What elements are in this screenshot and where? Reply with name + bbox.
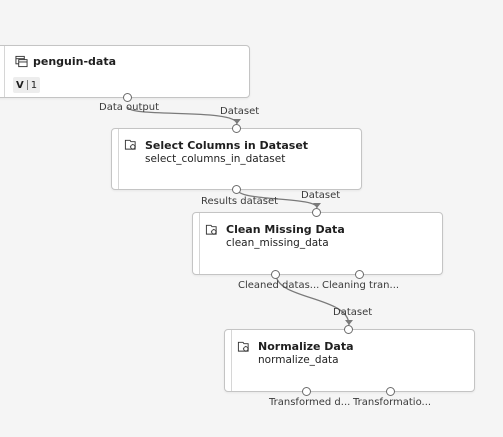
node-normalize-data[interactable]: Normalize Data normalize_data: [224, 329, 475, 392]
input-port-dataset[interactable]: [232, 124, 241, 133]
output-port-data-output[interactable]: [123, 93, 132, 102]
port-label-dataset: Dataset: [220, 106, 260, 117]
output-port-transformed-dataset[interactable]: [302, 387, 311, 396]
node-stripe: [4, 46, 5, 97]
port-label-cleaned-dataset: Cleaned datas...: [238, 280, 320, 291]
input-port-dataset[interactable]: [344, 325, 353, 334]
port-label-dataset: Dataset: [333, 307, 373, 318]
module-icon: [205, 224, 217, 235]
node-stripe: [199, 213, 200, 274]
port-label-transformation-function: Transformatio...: [353, 397, 432, 408]
output-port-transformation-function[interactable]: [386, 387, 395, 396]
node-title: Select Columns in Dataset: [145, 139, 309, 152]
node-subtitle: select_columns_in_dataset: [145, 153, 286, 165]
port-label-transformed-dataset: Transformed d...: [269, 397, 351, 408]
output-port-cleaning-transformation[interactable]: [355, 270, 364, 279]
node-title: Normalize Data: [258, 340, 354, 353]
node-penguin-data[interactable]: penguin-data V 1: [0, 45, 250, 98]
version-badge: V 1: [13, 77, 41, 93]
node-select-columns-in-dataset[interactable]: Select Columns in Dataset select_columns…: [111, 128, 362, 190]
node-subtitle: clean_missing_data: [226, 237, 329, 249]
output-port-cleaned-dataset[interactable]: [271, 270, 280, 279]
node-title: Clean Missing Data: [226, 223, 345, 236]
port-label-results-dataset: Results dataset: [201, 196, 279, 207]
module-icon: [237, 341, 249, 352]
port-label-cleaning-transformation: Cleaning tran...: [322, 280, 400, 291]
port-label-dataset: Dataset: [301, 190, 341, 201]
version-letter: V: [16, 79, 24, 91]
node-stripe: [118, 129, 119, 189]
dataset-icon: [15, 55, 28, 68]
node-clean-missing-data[interactable]: Clean Missing Data clean_missing_data: [192, 212, 443, 275]
input-port-dataset[interactable]: [312, 208, 321, 217]
node-stripe: [231, 330, 232, 391]
output-port-results-dataset[interactable]: [232, 185, 241, 194]
node-subtitle: normalize_data: [258, 354, 339, 366]
version-number: 1: [30, 79, 38, 91]
port-label-data-output: Data output: [99, 102, 160, 113]
module-icon: [124, 139, 136, 150]
version-divider: [26, 80, 28, 90]
node-title: penguin-data: [33, 55, 117, 68]
